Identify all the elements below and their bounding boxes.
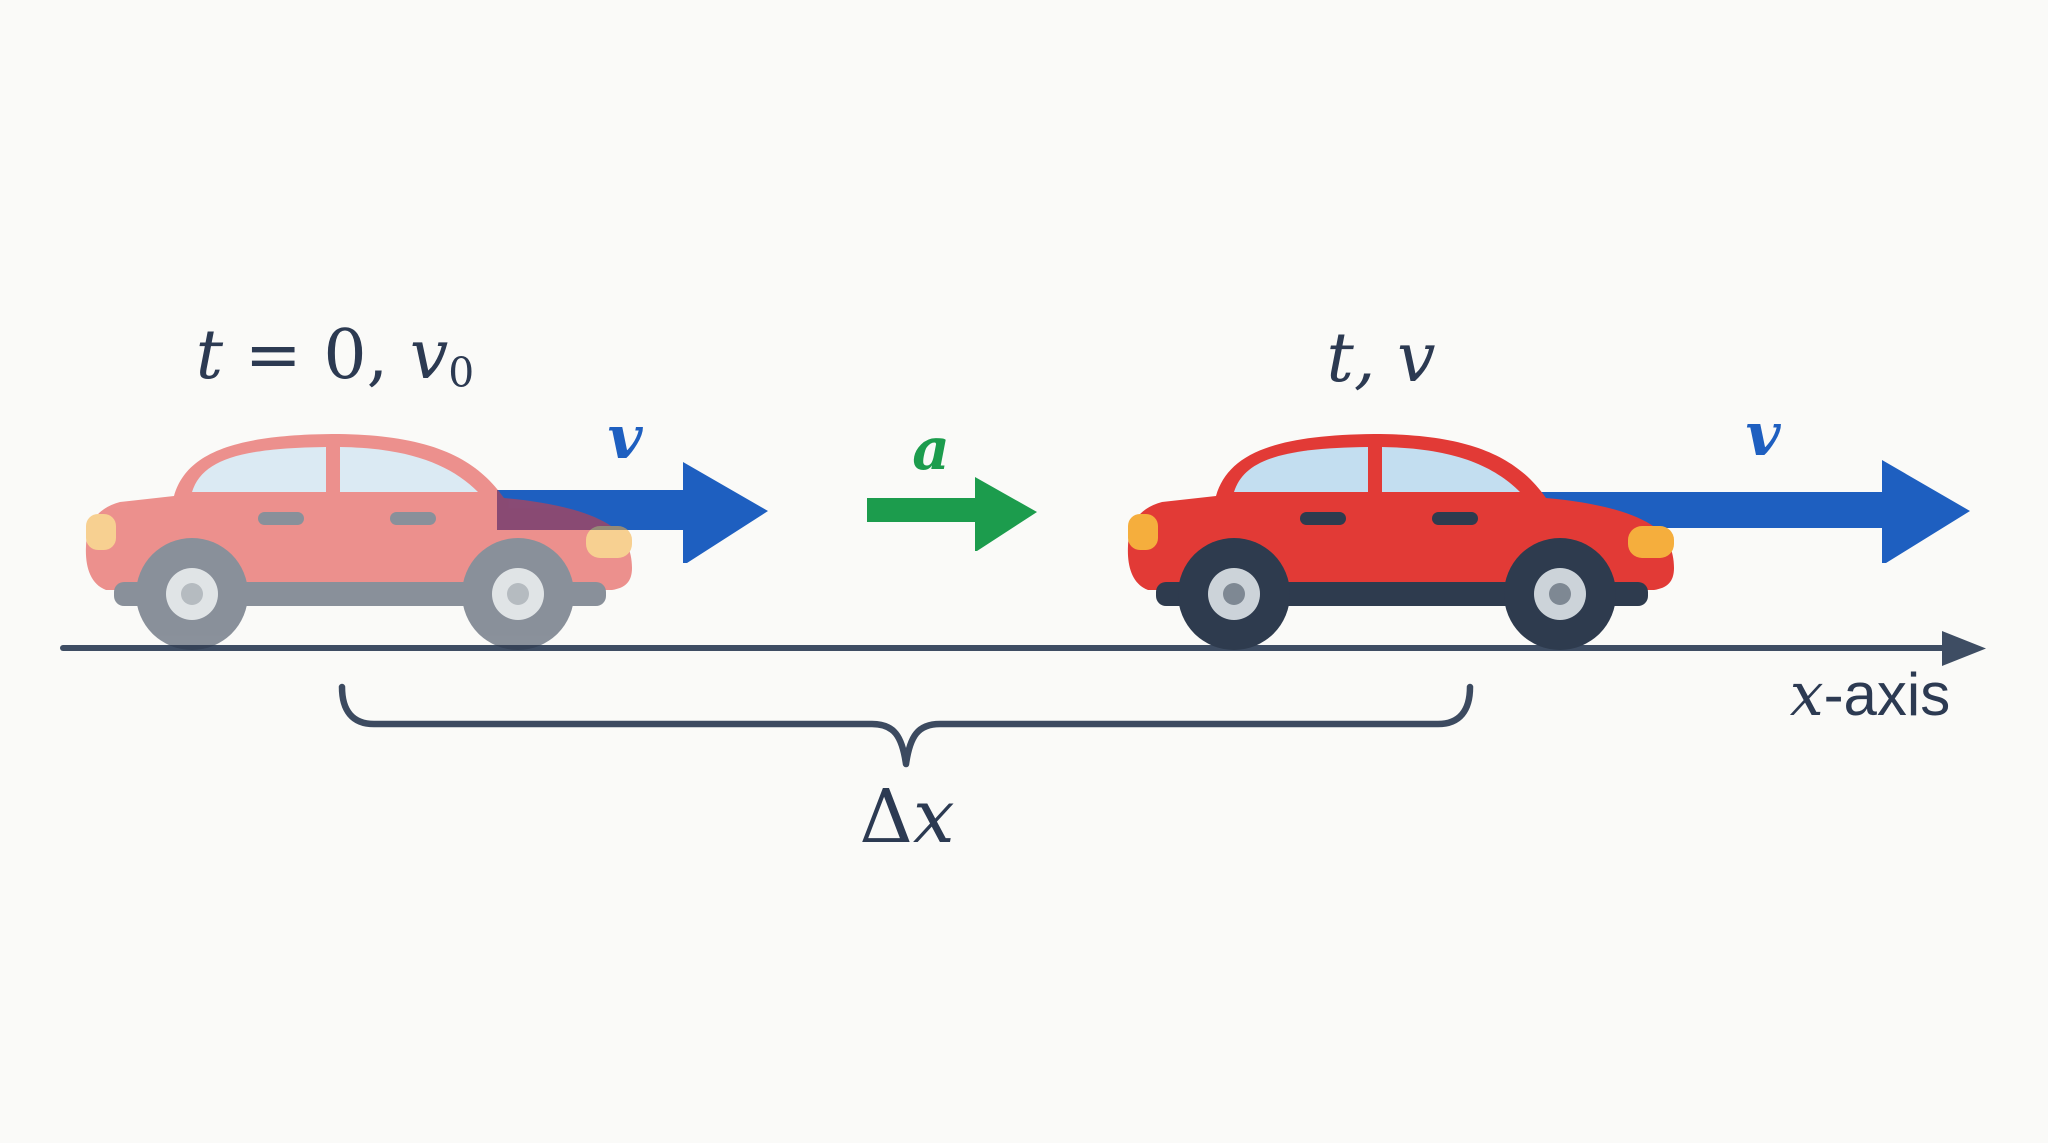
x-axis-x-symbol: x: [1789, 660, 1824, 730]
initial-v-symbol: v: [409, 316, 449, 395]
x-axis-label: x-axis: [1790, 665, 1951, 726]
final-velocity-symbol: v: [1745, 400, 1781, 470]
acceleration-symbol: a: [912, 415, 950, 483]
acceleration-arrow-icon: [867, 477, 1037, 551]
final-velocity-arrow-icon: [1280, 460, 1970, 563]
final-velocity-label: v: [1746, 405, 1781, 465]
acceleration-label: a: [912, 420, 950, 478]
initial-state-label: t = 0, v0: [196, 322, 474, 394]
initial-equals-zero: = 0,: [223, 316, 410, 395]
initial-velocity-label: v: [608, 408, 643, 468]
initial-t-symbol: t: [195, 316, 224, 395]
initial-velocity-symbol: v: [607, 403, 643, 473]
final-car: [1127, 434, 1674, 650]
initial-velocity-arrow-icon: [497, 462, 768, 563]
initial-car: [85, 434, 633, 650]
displacement-x-symbol: x: [912, 774, 955, 860]
displacement-label: Δx: [859, 780, 954, 854]
x-axis-suffix: -axis: [1823, 661, 1951, 728]
x-axis-arrowhead-icon: [1942, 631, 1986, 666]
final-tv-symbols: t, v: [1326, 319, 1436, 398]
displacement-brace: [338, 683, 1474, 768]
final-state-label: t, v: [1327, 325, 1436, 393]
delta-symbol: Δ: [859, 774, 913, 860]
initial-v-subscript: 0: [448, 348, 475, 397]
